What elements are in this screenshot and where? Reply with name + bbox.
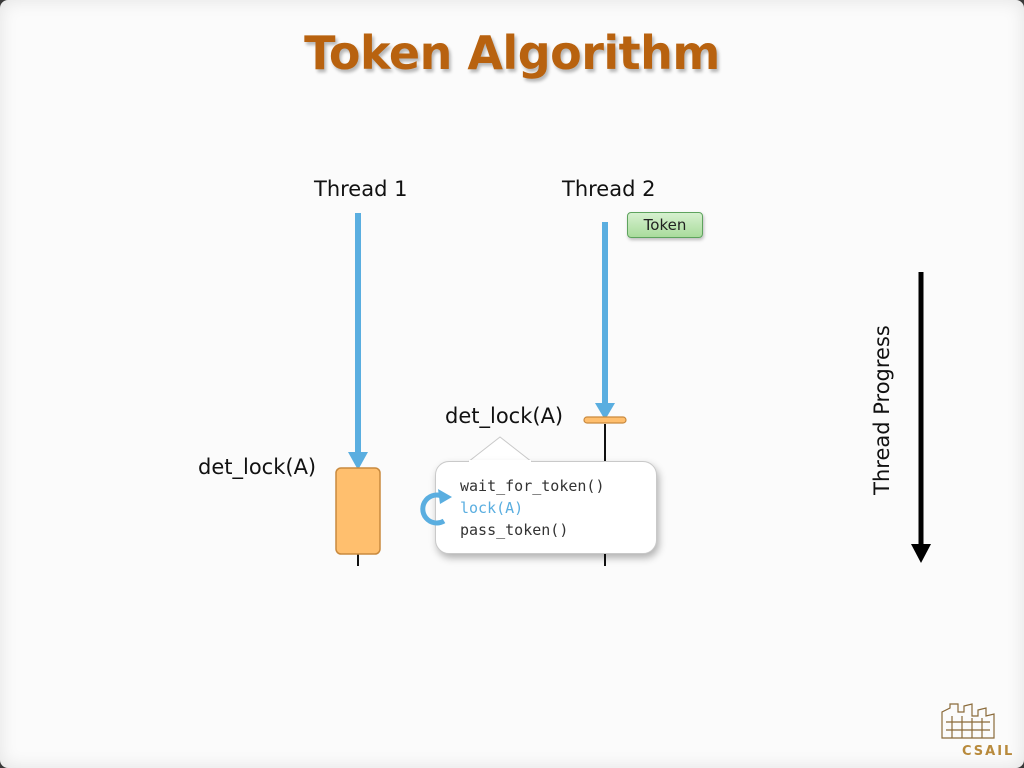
code-line-lock: lock(A) [460, 499, 524, 517]
thread-1-label: Thread 1 [314, 177, 408, 201]
slide-title: Token Algorithm [304, 26, 720, 80]
callout-code: wait_for_token() lock(A) pass_token() [460, 475, 605, 541]
thread-2-progress-arrow-head [595, 403, 615, 420]
callout-pointer [466, 436, 534, 463]
code-line-pass-token: pass_token() [460, 521, 569, 539]
thread-progress-arrow [911, 272, 931, 563]
thread-progress-arrow-head [911, 544, 931, 563]
code-line-wait-for-token: wait_for_token() [460, 477, 605, 495]
token-badge: Token [627, 212, 703, 238]
thread-1-progress-arrow-head [348, 452, 368, 470]
retry-icon [420, 489, 452, 526]
thread-progress-label: Thread Progress [870, 325, 894, 495]
thread-2-lock-label: det_lock(A) [445, 404, 564, 428]
thread-1-timeline [335, 213, 381, 566]
csail-logo-text: CSAIL [962, 744, 1015, 759]
thread-1-lock-block [335, 467, 381, 555]
thread-2-lock-marker [583, 416, 627, 424]
csail-logo-graphic [941, 703, 995, 739]
thread-1-lock-label: det_lock(A) [198, 455, 317, 479]
code-callout [435, 461, 657, 554]
thread-2-label: Thread 2 [562, 177, 656, 201]
callout-pointer-join [469, 460, 531, 463]
